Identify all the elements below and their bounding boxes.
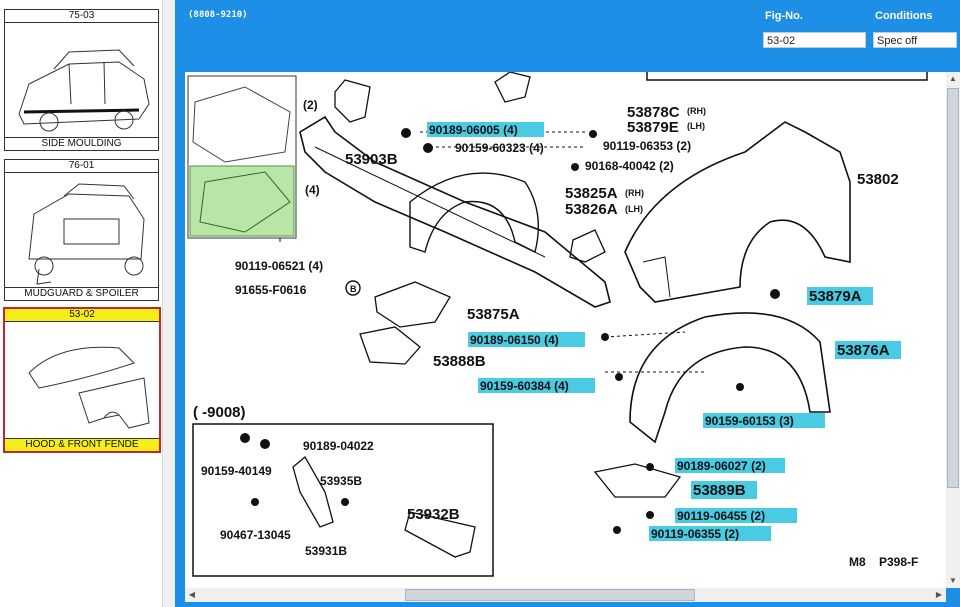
thumb-label: SIDE MOULDING [5, 137, 158, 150]
scroll-thumb[interactable] [405, 589, 695, 601]
part-label: 90189-06150 (4) [470, 333, 559, 347]
part-label: 53876A [837, 342, 890, 359]
part-label: 90189-06005 (4) [429, 123, 518, 137]
thumb-hood-front-fender[interactable]: 53-02 HOOD & FRONT FENDE [3, 307, 161, 453]
part-label: 53826A [565, 201, 618, 218]
part-label: 53889B [693, 482, 746, 499]
highlight-90189-06027 [675, 458, 785, 473]
conditions-field[interactable]: Spec off [873, 32, 957, 48]
thumb-mudguard-spoiler[interactable]: 76-01 MUDGUARD & SPOILER [4, 159, 159, 301]
scroll-down-icon[interactable]: ▼ [949, 576, 957, 585]
part-label: 53932B [407, 506, 460, 523]
part-label: (2) [303, 98, 318, 112]
part-label: (RH) [687, 106, 706, 116]
part-label: 90168-40042 (2) [585, 159, 674, 173]
part-label: (4) [305, 183, 320, 197]
part-label: 53879E [627, 119, 679, 136]
inset-highlight [189, 165, 295, 237]
thumb-code: 53-02 [5, 309, 159, 322]
part-label: 53931B [305, 544, 347, 558]
highlight-90189-06005 [427, 122, 544, 137]
car-side-illustration [18, 49, 150, 132]
part-label: P398-F [879, 555, 918, 569]
model-range: (8808-9210) [188, 10, 248, 20]
thumb-label: HOOD & FRONT FENDE [5, 438, 159, 451]
part-label: 90467-13045 [220, 528, 291, 542]
part-label: 90159-60153 (3) [705, 414, 794, 428]
highlight-53879A [807, 287, 873, 305]
thumb-code: 76-01 [5, 160, 158, 173]
part-label: 53935B [320, 474, 362, 488]
thumbnail-panel: 75-03 SIDE MOULDING 76-01 MUDGUARD & SPO… [0, 0, 175, 607]
part-label: 90159-60323 (4) [455, 141, 544, 155]
scroll-left-icon[interactable]: ◀ [188, 590, 196, 599]
part-label: 90119-06353 (2) [603, 139, 691, 153]
fig-no-field[interactable]: 53-02 [763, 32, 866, 48]
part-label: 90159-40149 [201, 464, 272, 478]
scroll-right-icon[interactable]: ▶ [935, 590, 943, 599]
scroll-up-icon[interactable]: ▲ [949, 74, 957, 83]
highlight-90119-06355 [649, 526, 771, 541]
thumb-label: MUDGUARD & SPOILER [5, 287, 158, 300]
part-label: 90119-06355 (2) [651, 527, 739, 541]
part-label: B [350, 284, 357, 294]
part-label: 53802 [857, 171, 899, 188]
scroll-thumb[interactable] [947, 88, 959, 488]
part-label: (LH) [687, 121, 705, 131]
part-label: 91655-F0616 [235, 283, 307, 297]
parts-diagram: (2) 90189-06005 (4) 90159-60323 (4) 5387… [185, 72, 946, 588]
early-model-inset [192, 423, 494, 577]
part-label: 53825A [565, 185, 618, 202]
part-label: 90159-60384 (4) [480, 379, 569, 393]
fig-no-label: Fig-No. [765, 10, 803, 22]
part-label: (LH) [625, 204, 643, 214]
conditions-label: Conditions [875, 10, 933, 22]
part-label: 53879A [809, 288, 862, 305]
part-label: 90189-04022 [303, 439, 374, 453]
part-label: 53888B [433, 353, 486, 370]
part-label: 90189-06027 (2) [677, 459, 766, 473]
parts-diagram-svg: (2) 90189-06005 (4) 90159-60323 (4) 5387… [187, 72, 928, 577]
part-label: ( -9008) [193, 404, 246, 421]
thumb-code: 75-03 [5, 10, 158, 23]
part-label: 53903B [345, 151, 398, 168]
diagram-vertical-scrollbar[interactable]: ▲ ▼ [946, 72, 960, 588]
diagram-horizontal-scrollbar[interactable]: ◀ ▶ [185, 588, 946, 602]
highlight-90159-60384 [478, 378, 595, 393]
thumb-side-moulding[interactable]: 75-03 SIDE MOULDING [4, 9, 159, 151]
hood-fender-illustration [28, 346, 150, 429]
highlight-53876A [835, 341, 901, 359]
part-label: 90119-06521 (4) [235, 259, 323, 273]
car-rear-illustration [28, 183, 145, 285]
highlight-53889B [691, 481, 757, 499]
part-label: M8 [849, 555, 866, 569]
part-label: 53875A [467, 306, 520, 323]
thumbnail-scrollbar[interactable] [162, 0, 175, 607]
part-label: 53878C [627, 104, 680, 121]
part-label: 90119-06455 (2) [677, 509, 765, 523]
part-label: (RH) [625, 188, 644, 198]
highlight-90189-06150 [468, 332, 585, 347]
highlight-90159-60153 [703, 413, 825, 428]
highlight-90119-06455 [675, 508, 797, 523]
